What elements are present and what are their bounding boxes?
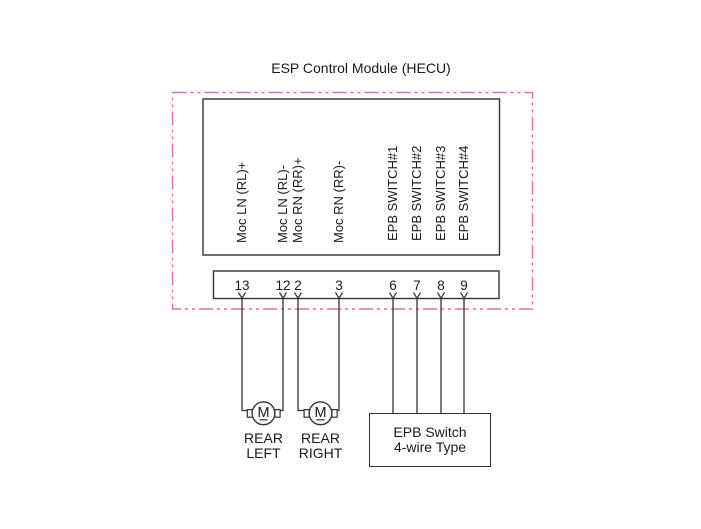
epb-switch-box-line: 4-wire Type: [393, 439, 467, 455]
motor-terminal-icon: [274, 409, 281, 418]
motor-symbol: M: [257, 405, 269, 421]
motor-symbol: M: [314, 405, 326, 421]
epb-switch-box: EPB Switch 4-wire Type: [369, 413, 491, 467]
caption-rear-left: REAR LEFT: [226, 431, 302, 461]
pin-label-epb-switch-4: EPB SWITCH#4: [456, 145, 471, 241]
pin-number-9: 9: [460, 278, 468, 293]
pin-number-3: 3: [335, 278, 343, 293]
pin-label-epb-switch-2: EPB SWITCH#2: [409, 145, 424, 241]
motor-terminal-icon: [331, 409, 338, 418]
wire-pin2-rear-right: [297, 298, 304, 412]
pin-arrow-down-icon-2: [293, 292, 303, 300]
pin-number-2: 2: [294, 278, 302, 293]
pin-label-epb-switch-3: EPB SWITCH#3: [433, 145, 448, 241]
hecu-connector-box: [202, 98, 501, 256]
motor-circle-icon: [308, 401, 333, 426]
pin-label-moc-ln-rl-minus: Moc LN (RL)-: [275, 164, 290, 243]
motor-circle-icon: [251, 401, 276, 426]
wire-pin12-rear-left: [279, 298, 284, 412]
caption-line: REAR: [301, 430, 340, 446]
pin-arrow-down-icon-9: [459, 292, 469, 300]
pin-arrow-down-icon-12: [278, 292, 288, 300]
caption-line: RIGHT: [298, 445, 343, 461]
wire-pin3-rear-right: [336, 298, 340, 412]
pin-number-6: 6: [389, 278, 397, 293]
pin-number-12: 12: [275, 278, 291, 293]
pin-label-moc-ln-rl-plus: Moc LN (RL)+: [234, 161, 249, 243]
pin-number-7: 7: [413, 278, 421, 293]
pin-arrow-down-icon-13: [237, 292, 247, 300]
motor-rear-left: M: [246, 401, 281, 426]
pin-row-box: [212, 270, 500, 300]
caption-line: LEFT: [246, 445, 281, 461]
wire-pin13-rear-left: [241, 298, 248, 412]
pin-label-moc-rn-rr-plus: Moc RN (RR)+: [290, 156, 305, 243]
pin-arrow-down-icon-7: [412, 292, 422, 300]
pin-arrow-down-icon-6: [388, 292, 398, 300]
pin-number-13: 13: [234, 278, 250, 293]
epb-switch-box-line: EPB Switch: [393, 423, 467, 440]
motor-rear-right: M: [303, 401, 338, 426]
pin-arrow-down-icon-8: [436, 292, 446, 300]
caption-line: REAR: [244, 430, 283, 446]
diagram-title: ESP Control Module (HECU): [271, 60, 451, 76]
hecu-boundary-dashed: [171, 91, 534, 310]
pin-label-moc-rn-rr-minus: Moc RN (RR)-: [331, 160, 346, 243]
pin-label-epb-switch-1: EPB SWITCH#1: [385, 145, 400, 241]
pin-arrow-down-icon-3: [334, 292, 344, 300]
caption-rear-right: REAR RIGHT: [283, 431, 359, 461]
pin-number-8: 8: [437, 278, 445, 293]
